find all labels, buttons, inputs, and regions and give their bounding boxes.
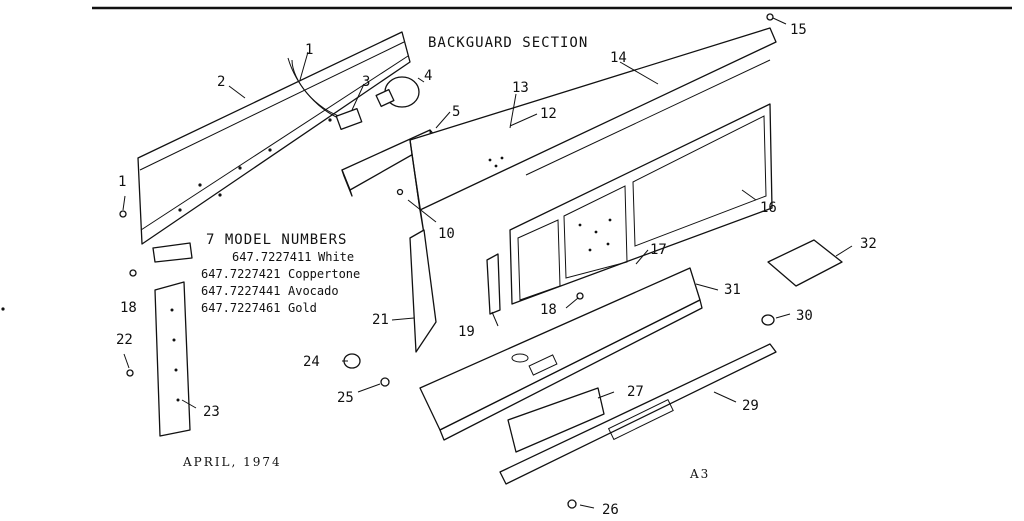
- part-16-faceplate: [509, 103, 773, 305]
- callout-21: 21: [372, 312, 389, 328]
- callout-1-top: 1: [305, 42, 313, 58]
- callout-1-left: 1: [118, 174, 126, 190]
- model-number-3: 647.7227441: [201, 284, 280, 298]
- screw-15: [766, 13, 774, 21]
- callout-23: 23: [203, 404, 220, 420]
- callout-labels: 1 1 2 3 4 5 10 12 13 14 15 16 17 18 18 1…: [116, 22, 877, 518]
- part-23-side-strip: [154, 281, 191, 437]
- screw-10: [396, 188, 404, 196]
- callout-18-center: 18: [540, 302, 557, 318]
- callout-5: 5: [452, 104, 460, 120]
- part-27-junction-box: [507, 387, 605, 453]
- model-finish-4: Gold: [288, 301, 317, 315]
- screw-22: [126, 369, 134, 377]
- nut-25: [380, 377, 390, 387]
- part-3-lamp-socket: [287, 57, 363, 130]
- callout-19: 19: [458, 324, 475, 340]
- part-32-instruction-card: [767, 239, 843, 287]
- model-number-1: 647.7227411: [232, 250, 311, 264]
- callout-30: 30: [796, 308, 813, 324]
- margin-mark: [1, 307, 5, 311]
- callout-22: 22: [116, 332, 133, 348]
- callout-31: 31: [724, 282, 741, 298]
- diagram-title: BACKGUARD SECTION: [428, 35, 588, 51]
- screw-26: [567, 499, 577, 509]
- part-2-backguard-panel: [137, 31, 411, 245]
- callout-13: 13: [512, 80, 529, 96]
- part-19-trim-strip: [486, 253, 501, 315]
- model-finish-3: Avocado: [288, 284, 339, 298]
- screw-1: [119, 210, 127, 218]
- leader-lines: [122, 17, 853, 509]
- callout-26: 26: [602, 502, 619, 516]
- callout-27: 27: [627, 384, 644, 400]
- part-21-end-bracket: [409, 229, 437, 353]
- callout-24: 24: [303, 354, 320, 370]
- callout-17: 17: [650, 242, 667, 258]
- callout-14: 14: [610, 50, 627, 66]
- model-finish-1: White: [318, 250, 354, 264]
- callout-12: 12: [540, 106, 557, 122]
- model-finish-2: Coppertone: [288, 267, 360, 281]
- model-number-2: 647.7227421: [201, 267, 280, 281]
- print-date: APRIL, 1974: [182, 455, 282, 469]
- model-number-4: 647.7227461: [201, 301, 280, 315]
- screw-18b: [576, 292, 584, 300]
- callout-16: 16: [760, 200, 777, 216]
- model-numbers-block: 7 MODEL NUMBERS 647.7227411 White 647.72…: [201, 232, 360, 315]
- part-4-light-bulb: [375, 76, 420, 108]
- model-number-tag: [152, 242, 193, 263]
- callout-2: 2: [217, 74, 225, 90]
- callout-25: 25: [337, 390, 354, 406]
- page-code: A3: [689, 467, 710, 481]
- screw-18: [129, 269, 137, 277]
- callout-15: 15: [790, 22, 807, 38]
- callout-32: 32: [860, 236, 877, 252]
- model-numbers-heading: 7 MODEL NUMBERS: [206, 232, 347, 248]
- callout-29: 29: [742, 398, 759, 414]
- callout-18-left: 18: [120, 300, 137, 316]
- callout-4: 4: [424, 68, 432, 84]
- part-31-lower-frame: [419, 267, 703, 441]
- callout-3: 3: [362, 74, 370, 90]
- part-30-knob: [761, 314, 775, 326]
- callout-10: 10: [438, 226, 455, 242]
- part-29-trim-rail: [499, 343, 777, 485]
